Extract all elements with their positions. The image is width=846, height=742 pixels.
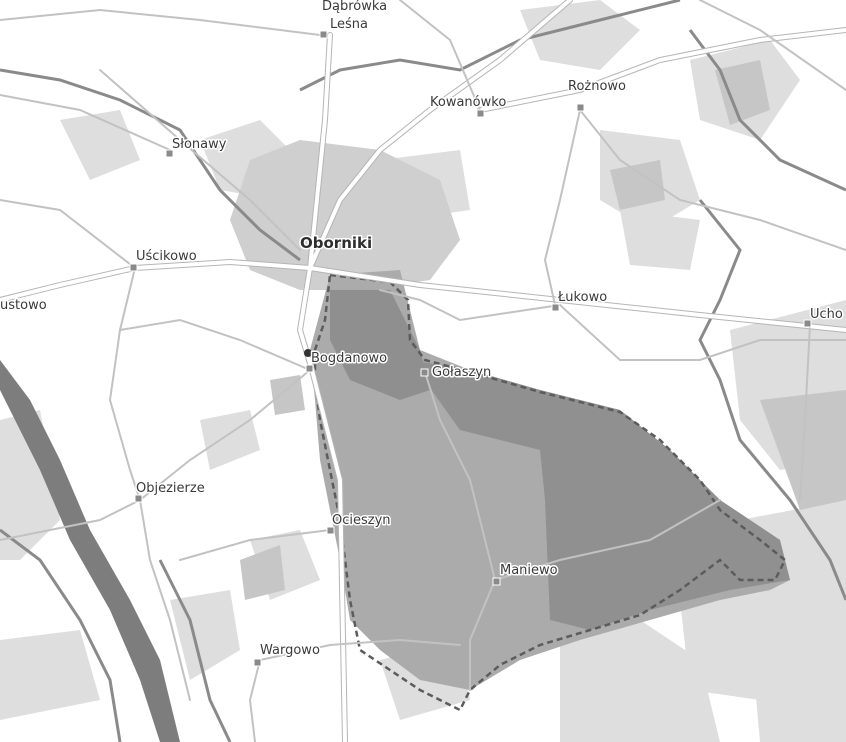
label-ocieszyn[interactable]: Ocieszyn — [331, 512, 393, 530]
marker-wargowo[interactable] — [253, 658, 262, 667]
marker-uscikowo[interactable] — [129, 263, 138, 272]
label-ustowo[interactable]: ustowo — [0, 297, 48, 315]
place-markers — [129, 30, 812, 667]
river — [0, 360, 180, 742]
place-labels: Dąbrówka Leśna Rożnowo Kowanówko Słonawy… — [0, 0, 845, 660]
marker-objezierze[interactable] — [134, 494, 143, 503]
label-lesna[interactable]: Leśna — [329, 16, 370, 34]
marker-ucho[interactable] — [803, 319, 812, 328]
marker-slonawy[interactable] — [165, 149, 174, 158]
marker-bogdanowo[interactable] — [305, 364, 314, 373]
marker-bogdanowo-point[interactable] — [304, 349, 312, 357]
marker-ocieszyn[interactable] — [326, 526, 335, 535]
protected-area-boundary — [313, 273, 787, 712]
protected-area — [310, 270, 790, 690]
label-oborniki[interactable]: Oborniki — [299, 233, 374, 254]
marker-lukowo[interactable] — [551, 303, 560, 312]
marker-lesna[interactable] — [319, 30, 328, 39]
label-lukowo[interactable]: Łukowo — [556, 289, 609, 307]
label-ucho[interactable]: Ucho — [809, 306, 845, 324]
label-maniewo[interactable]: Maniewo — [499, 562, 560, 580]
marker-golaszyn[interactable] — [420, 368, 429, 377]
marker-kowanowko[interactable] — [476, 109, 485, 118]
label-golaszyn[interactable]: Gołaszyn — [431, 364, 493, 382]
label-wargowo[interactable]: Wargowo — [259, 642, 322, 660]
marker-roznowo[interactable] — [576, 103, 585, 112]
label-bogdanowo[interactable]: Bogdanowo — [310, 350, 389, 368]
marker-maniewo[interactable] — [492, 577, 501, 586]
label-slonawy[interactable]: Słonawy — [171, 136, 229, 154]
label-roznowo[interactable]: Rożnowo — [567, 78, 628, 96]
label-uscikowo[interactable]: Uścikowo — [135, 248, 199, 266]
label-dabrowka[interactable]: Dąbrówka — [321, 0, 389, 16]
label-kowanowko[interactable]: Kowanówko — [429, 94, 508, 112]
label-objezierze[interactable]: Objezierze — [135, 480, 207, 498]
